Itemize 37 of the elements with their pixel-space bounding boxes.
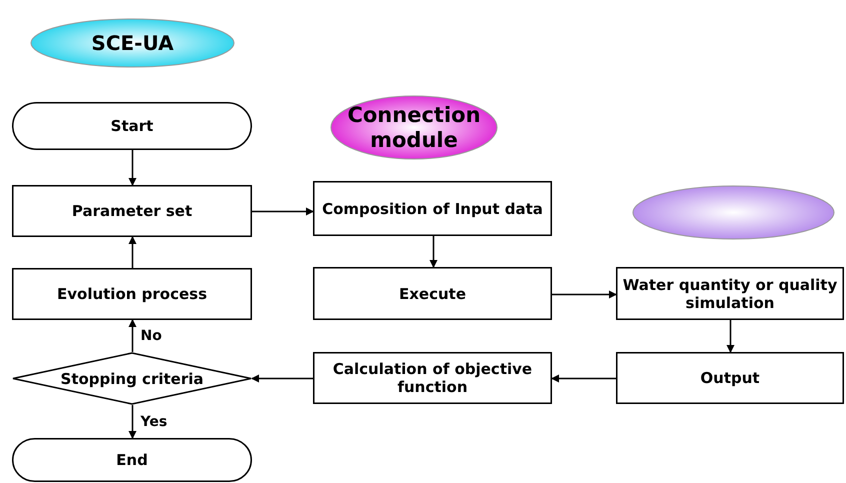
ellipse-label <box>30 18 235 68</box>
arrow <box>726 320 734 353</box>
node-text: End <box>115 451 149 469</box>
terminal-shape <box>12 102 252 150</box>
arrow <box>128 405 136 439</box>
arrow <box>252 208 314 216</box>
arrow <box>430 236 438 268</box>
edge-label: No <box>140 329 162 343</box>
process-box <box>313 181 552 236</box>
arrow <box>128 150 136 186</box>
terminal-shape <box>12 438 252 482</box>
node-text: Parameter set <box>70 202 194 220</box>
arrow <box>251 374 313 382</box>
ellipse-label <box>330 95 498 160</box>
node-text: Calculation of objective function <box>332 360 534 396</box>
arrow <box>551 374 616 382</box>
node-text: Water quantity or quality simulation <box>622 276 838 312</box>
arrow <box>128 236 136 268</box>
decision-diamond <box>12 352 252 405</box>
process-box <box>313 267 552 320</box>
node-text: Connection module <box>346 103 482 152</box>
node-text: Output <box>699 369 761 387</box>
process-box <box>616 267 844 320</box>
ellipse-label <box>632 185 835 240</box>
node-text: Stopping criteria <box>60 370 204 388</box>
node-text: Start <box>110 117 154 135</box>
node-text: Composition of Input data <box>321 200 544 218</box>
edge-label: Yes <box>140 414 168 428</box>
node-text: Evolution process <box>56 285 208 303</box>
node-text: Execute <box>398 284 467 302</box>
process-box <box>12 268 252 320</box>
process-box <box>313 352 552 404</box>
process-box <box>12 185 252 237</box>
arrow <box>552 290 617 298</box>
node-text: SCE-UA <box>90 32 175 54</box>
arrow <box>128 319 136 352</box>
process-box <box>616 352 844 404</box>
